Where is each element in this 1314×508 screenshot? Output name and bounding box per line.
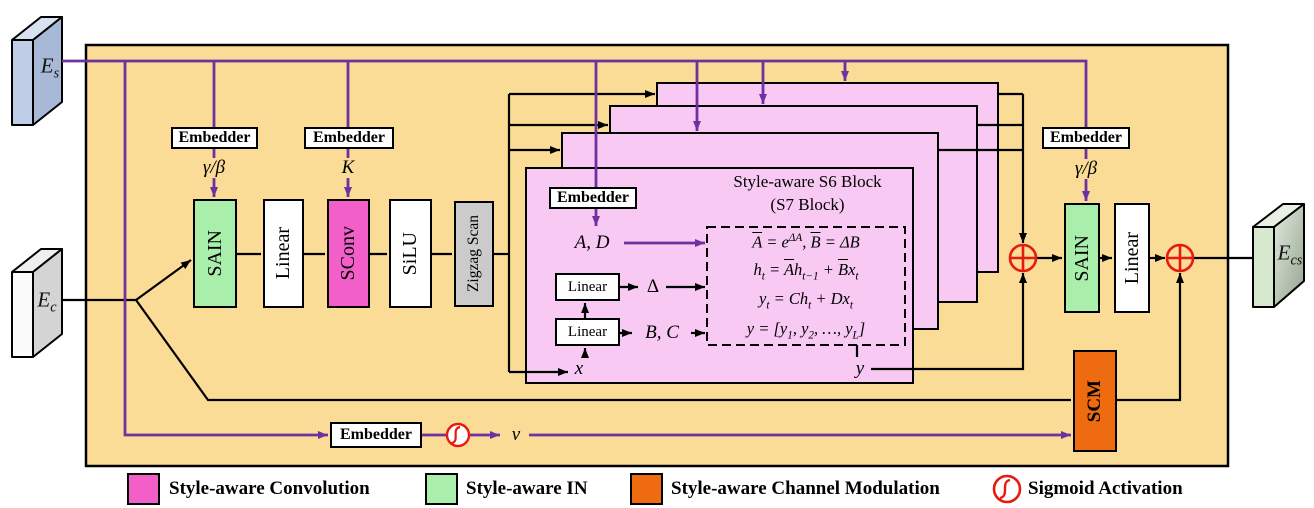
a-d-label: A, D: [571, 233, 613, 253]
adder-icon-1: [1008, 243, 1038, 273]
embedder-box-sain-out: Embedder: [1042, 127, 1130, 149]
equation-output: yt = Cht + Dxt: [759, 289, 853, 312]
embedder-box-sconv: Embedder: [304, 127, 394, 149]
kernel-label: K: [338, 158, 358, 178]
inner-linear-delta: Linear: [555, 273, 620, 301]
legend-label-sigmoid: Sigmoid Activation: [1028, 478, 1183, 499]
stylized-output-slab: [1252, 203, 1305, 308]
ssm-equation-box: [706, 226, 906, 346]
style-input-label: Es: [40, 53, 60, 82]
equation-hidden-state: ht = Aht−1 + Bxt: [753, 259, 859, 282]
silu-block: SiLU: [389, 199, 432, 308]
legend-swatch-sconv: [127, 473, 160, 505]
legend-sigmoid-icon: [992, 474, 1022, 504]
s6-block-title: Style-aware S6 Block (S7 Block): [733, 172, 882, 214]
sain-out-block: SAIN: [1064, 203, 1100, 313]
adder-icon-2: [1165, 243, 1195, 273]
equation-sequence: y = [y1, y2, …, yL]: [746, 318, 866, 341]
content-input-slab: [11, 248, 63, 358]
ssm-equations: A = eΔA, B = ΔB ht = Aht−1 + Bxt yt = Ch…: [711, 232, 901, 341]
delta-label: Δ: [643, 277, 663, 297]
content-path-lines: [62, 90, 1254, 402]
embedder-box-scm: Embedder: [330, 422, 422, 448]
content-input-label: Ec: [37, 287, 57, 316]
embedder-box-s6: Embedder: [549, 187, 637, 209]
style-input-slab: [11, 16, 63, 126]
b-c-label: B, C: [642, 323, 682, 343]
sigmoid-icon: [445, 422, 471, 448]
stylized-output-label: Ecs: [1277, 240, 1303, 269]
legend-label-scm: Style-aware Channel Modulation: [671, 478, 940, 499]
sain-block: SAIN: [193, 199, 237, 308]
linear-block: Linear: [263, 199, 304, 308]
linear-out-block: Linear: [1114, 203, 1150, 313]
style-path-lines: [62, 59, 1090, 439]
legend-swatch-scm: [630, 473, 663, 505]
zigzag-scan-block: Zigzag Scan: [454, 201, 494, 307]
scm-block: SCM: [1073, 350, 1117, 452]
embedder-box-sain: Embedder: [171, 127, 258, 149]
legend-label-sconv: Style-aware Convolution: [169, 478, 370, 499]
equation-discretization: A = eΔA, B = ΔB: [752, 232, 860, 252]
gamma-beta-out-label: γ/β: [1071, 159, 1101, 179]
v-label: v: [508, 425, 524, 445]
legend-label-sain: Style-aware IN: [466, 478, 588, 499]
inner-linear-bc: Linear: [555, 318, 620, 346]
gamma-beta-label: γ/β: [199, 158, 229, 178]
x-label: x: [571, 359, 587, 379]
y-label: y: [852, 359, 868, 379]
legend-swatch-sain: [425, 473, 458, 505]
sconv-block: SConv: [327, 199, 370, 308]
